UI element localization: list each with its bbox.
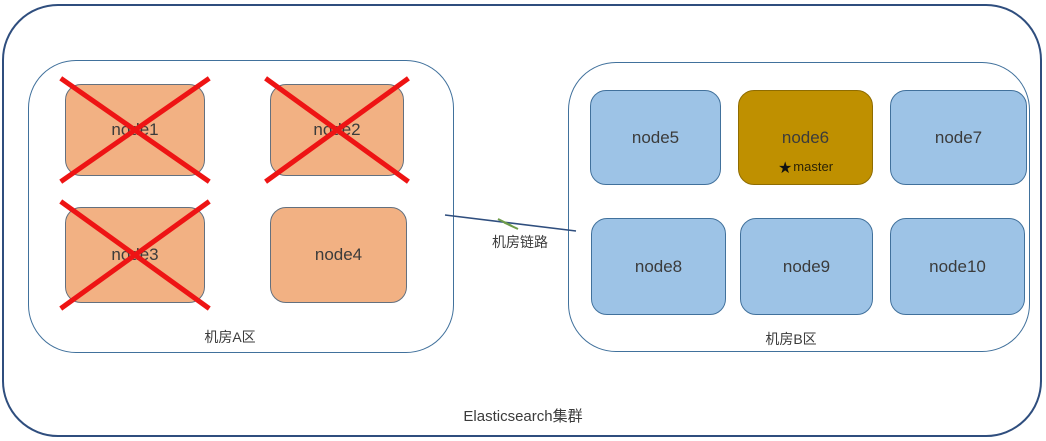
master-badge: ★master [739, 160, 872, 177]
node-label: node3 [111, 245, 159, 264]
zone-b-label: 机房B区 [765, 331, 817, 347]
zone-a-label: 机房A区 [204, 329, 256, 345]
node-label: node7 [934, 127, 983, 147]
node-label: node2 [313, 120, 361, 139]
node-node10: node10 [890, 218, 1025, 315]
node-node1: node1 [65, 84, 205, 176]
node-label: node9 [782, 256, 831, 276]
node-label: node4 [314, 245, 363, 264]
node-label: node10 [929, 256, 986, 276]
node-node6-master: node6 ★master [738, 90, 873, 185]
link-label: 机房链路 [492, 234, 548, 250]
node-label: node6 [781, 127, 830, 147]
node-node3: node3 [65, 207, 205, 303]
master-badge-label: master [793, 159, 834, 174]
node-node4: node4 [270, 207, 407, 303]
node-node5: node5 [590, 90, 721, 185]
node-node9: node9 [740, 218, 873, 315]
master-star-icon: ★ [777, 160, 793, 177]
node-node7: node7 [890, 90, 1027, 185]
node-node2: node2 [270, 84, 404, 176]
node-node8: node8 [591, 218, 726, 315]
node-label: node1 [111, 120, 159, 139]
node-label: node8 [634, 256, 683, 276]
cluster-title: Elasticsearch集群 [463, 408, 583, 425]
node-label: node5 [631, 127, 680, 147]
